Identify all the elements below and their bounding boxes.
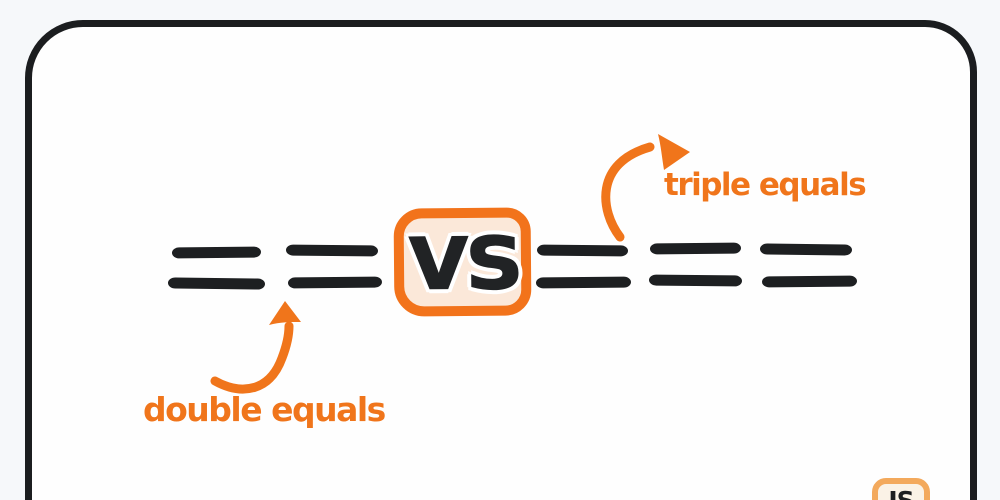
vs-badge: vs bbox=[393, 198, 532, 317]
javascript-logo-badge: JS bbox=[872, 478, 930, 500]
double-equals-label: double equals bbox=[143, 390, 386, 429]
equals-bar bbox=[535, 276, 632, 289]
equals-bar bbox=[536, 244, 629, 257]
equals-bar bbox=[761, 275, 858, 288]
equals-bar bbox=[649, 242, 742, 255]
equals-bar bbox=[648, 274, 743, 287]
equals-bar bbox=[167, 277, 266, 290]
equals-bar bbox=[287, 276, 383, 289]
javascript-logo-label: JS bbox=[888, 488, 914, 500]
vs-label: vs bbox=[406, 198, 519, 312]
equals-bar bbox=[285, 244, 379, 257]
equals-bar bbox=[759, 243, 853, 256]
triple-equals-label: triple equals bbox=[664, 167, 867, 203]
equals-bar bbox=[171, 246, 262, 259]
